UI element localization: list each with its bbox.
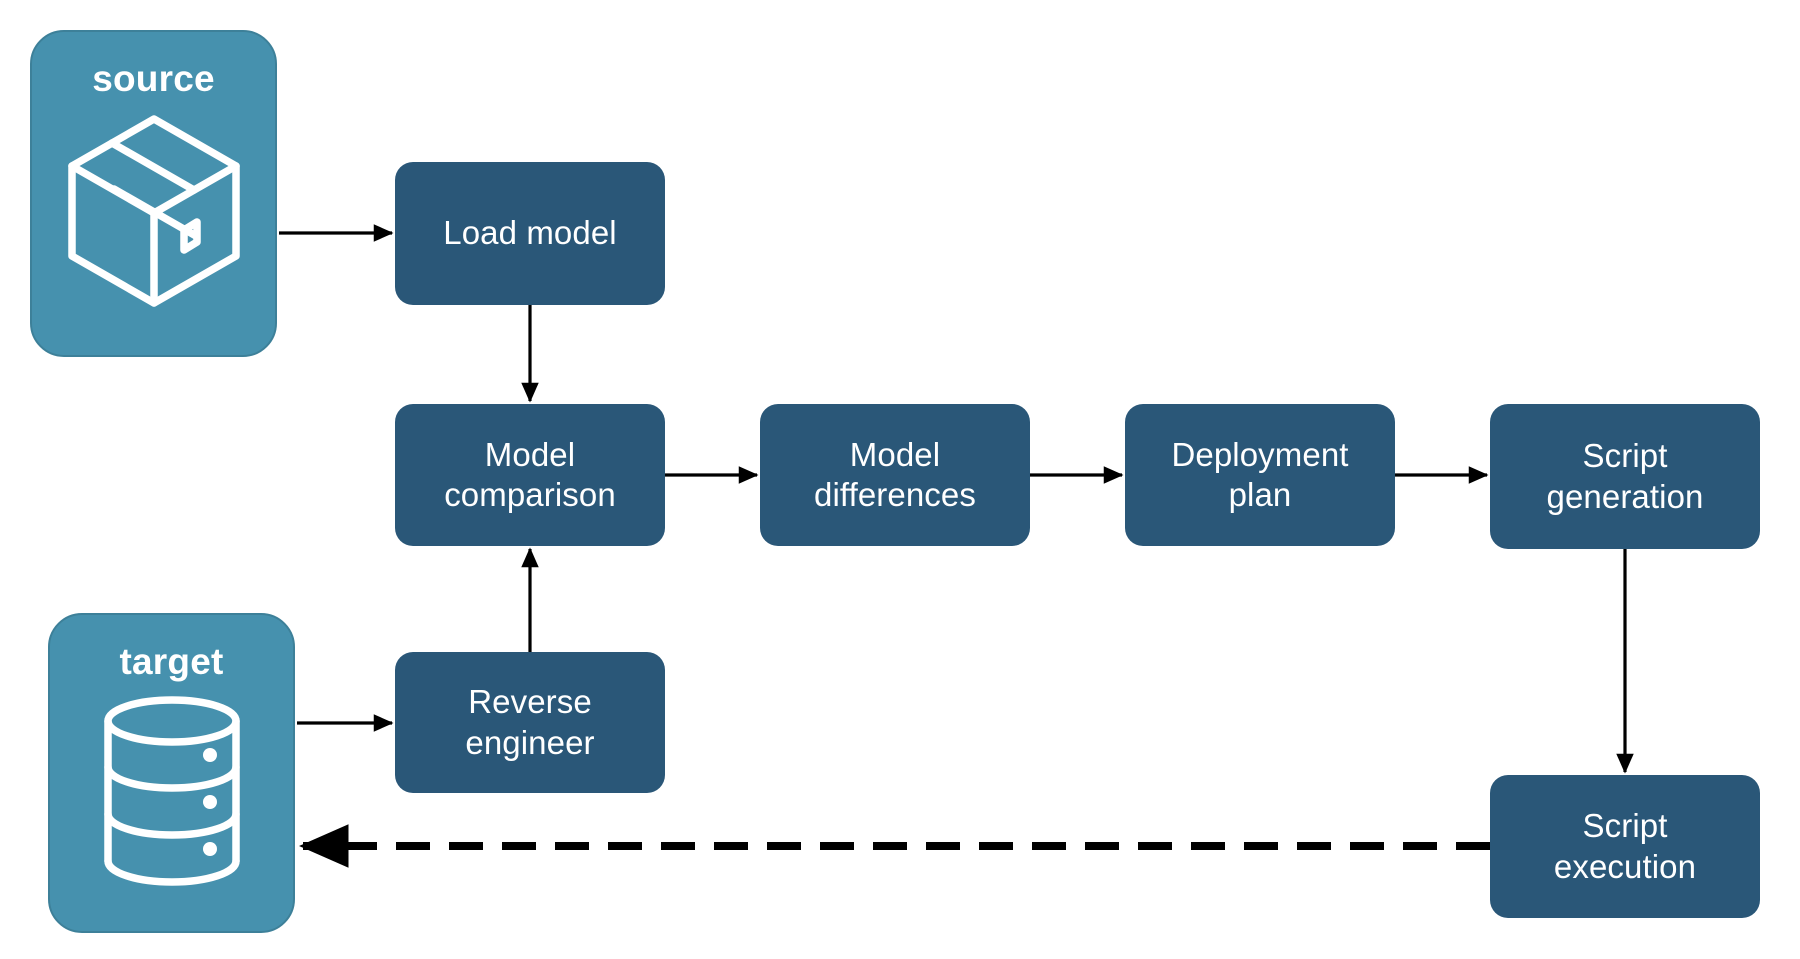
node-script-execution[interactable]: Script execution: [1490, 775, 1760, 918]
node-source[interactable]: source: [30, 30, 277, 357]
node-model-comparison[interactable]: Model comparison: [395, 404, 665, 546]
node-load-model-label: Load model: [443, 214, 617, 252]
node-script-generation-label: Script generation: [1546, 437, 1704, 515]
package-box-icon: [63, 110, 245, 315]
node-source-label: source: [92, 58, 215, 99]
node-model-differences[interactable]: Model differences: [760, 404, 1030, 546]
node-model-comparison-label: Model comparison: [444, 435, 616, 513]
node-target[interactable]: target: [48, 613, 295, 933]
database-cylinder-icon: [92, 693, 252, 894]
node-model-differences-label: Model differences: [814, 435, 976, 513]
node-target-label: target: [119, 641, 224, 682]
node-deployment-plan-label: Deployment plan: [1171, 435, 1349, 513]
node-load-model[interactable]: Load model: [395, 162, 665, 305]
node-script-generation[interactable]: Script generation: [1490, 404, 1760, 549]
node-deployment-plan[interactable]: Deployment plan: [1125, 404, 1395, 546]
node-reverse-engineer-label: Reverse engineer: [465, 683, 595, 761]
node-reverse-engineer[interactable]: Reverse engineer: [395, 652, 665, 793]
node-script-execution-label: Script execution: [1553, 807, 1697, 885]
